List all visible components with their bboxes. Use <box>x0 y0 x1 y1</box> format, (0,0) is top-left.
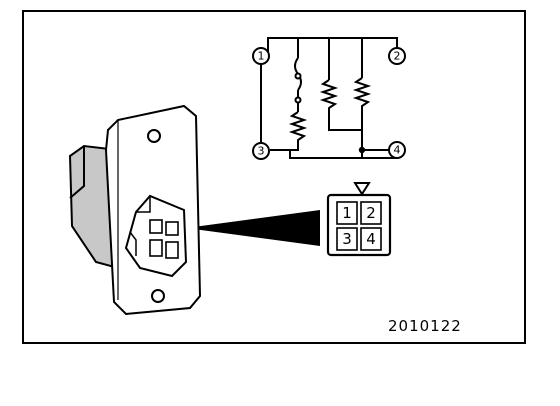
terminal-1 <box>252 47 270 65</box>
schematic-terminals: 1 2 3 4 <box>252 47 406 160</box>
wire-top <box>267 37 398 52</box>
terminal-2 <box>388 47 406 65</box>
mount-hole-top <box>147 129 161 143</box>
part-socket-4 <box>165 241 179 259</box>
connector-cell-4 <box>360 227 382 251</box>
part-socket-1 <box>149 219 163 234</box>
terminal-4-label: 4 <box>394 144 401 157</box>
connector-pin-4: 4 <box>366 230 376 248</box>
connector-pin-2: 2 <box>366 204 376 222</box>
connector-pin-1: 1 <box>342 204 352 222</box>
terminal-3 <box>252 142 270 160</box>
fuse-node-bottom <box>294 96 302 104</box>
terminal-3-label: 3 <box>258 145 265 158</box>
connector-cell-2 <box>360 201 382 225</box>
part-socket-3 <box>149 239 163 257</box>
terminal-2-label: 2 <box>394 50 401 63</box>
connector-pin-3: 3 <box>342 230 352 248</box>
resistor-r1 <box>288 111 308 151</box>
resistor-r3 <box>352 77 372 158</box>
part-socket-2 <box>165 221 179 236</box>
connector-view: 1 2 3 4 <box>326 182 392 257</box>
connector-key-triangle <box>353 182 371 196</box>
circuit-schematic <box>260 37 398 159</box>
callout-wedge <box>186 210 320 246</box>
resistor-part <box>68 104 202 316</box>
connector-cell-1 <box>336 201 358 225</box>
connector-cell-3 <box>336 227 358 251</box>
figure-code: 2010122 <box>388 317 462 335</box>
resistor-r2 <box>319 79 362 131</box>
terminal-1-label: 1 <box>258 50 265 63</box>
mount-hole-bottom <box>151 289 165 303</box>
fuse-node-top <box>294 72 302 80</box>
terminal-4 <box>388 141 406 159</box>
